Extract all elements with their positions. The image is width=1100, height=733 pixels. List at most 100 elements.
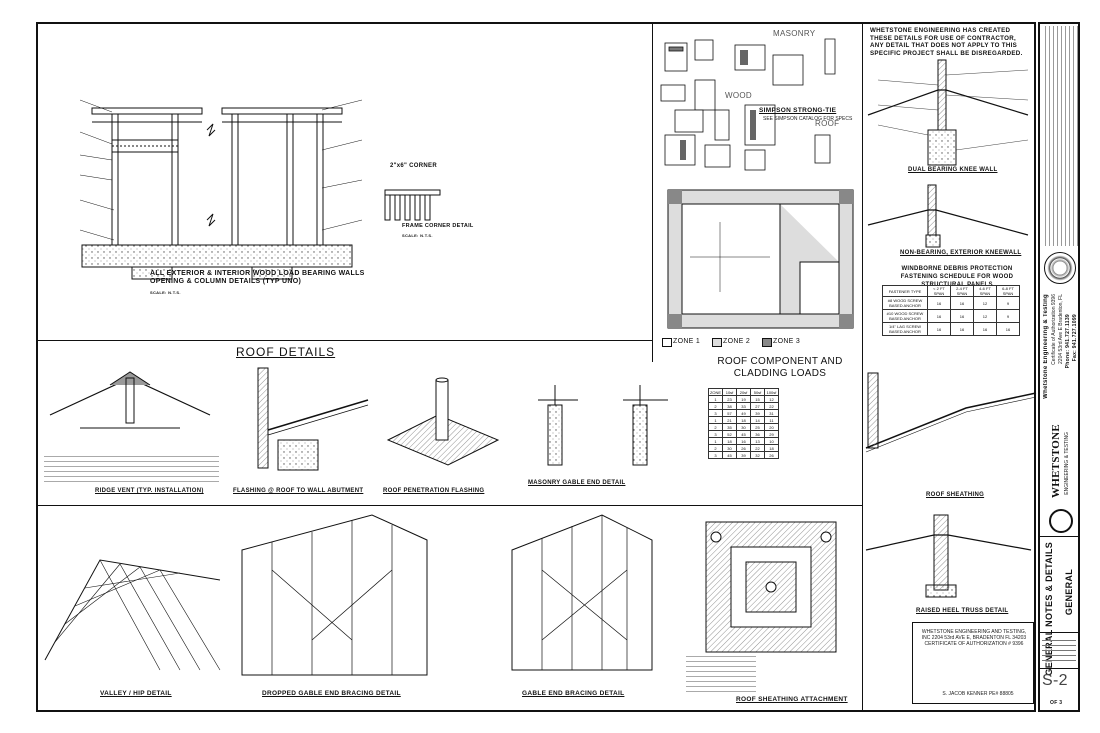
raised-heel-title: RAISED HEEL TRUSS DETAIL [916,608,1009,614]
windborne-cell: 16 [927,296,951,310]
loads-cell: 23 [722,395,737,403]
wall-opening-detail: ALL EXTERIOR & INTERIOR WOOD LOAD BEARIN… [72,70,372,300]
windborne-cell: 16 [927,309,951,323]
raised-heel-drawing [865,514,1032,598]
divider-horizontal-1 [36,340,652,341]
flashing-title: FLASHING @ ROOF TO WALL ABUTMENT [233,488,364,494]
penetration-drawing [386,377,500,466]
loads-cell: 38 [722,402,737,410]
simpson-subtitle: SEE SIMPSON CATALOG FOR SPECS [763,116,853,122]
loads-cell: 13 [750,437,765,445]
dropped-gable-drawing [241,514,428,676]
loads-cell: 45 [736,430,751,438]
zone1-label: ZONE 1 [673,338,701,345]
loads-header-cell: 50sf [750,388,765,396]
loads-cell: 45 [722,451,737,459]
revision-table [1042,636,1076,664]
non-bearing-drawing [867,184,1029,248]
loads-cell: 3 [708,430,723,438]
windborne-cell: 9 [996,309,1020,323]
gable-bracing-drawing [511,514,653,671]
loads-cell: 11 [764,416,779,424]
section-title: ROOF DETAILS [236,345,336,359]
loads-cell: 31 [764,409,779,417]
windborne-cell: 16 [950,309,974,323]
ridge-vent-notes [44,452,219,482]
sheathing-attach-notes [686,652,756,692]
loads-cell: 12 [764,395,779,403]
frame-corner-title: FRAME CORNER DETAIL [402,223,474,229]
simpson-title: SIMPSON STRONG-TIE [759,107,837,114]
loads-cell: 1 [708,416,723,424]
loads-cell: 1 [708,437,723,445]
loads-cell: 16 [736,437,751,445]
seal [1044,252,1076,284]
loads-cell: 15 [750,395,765,403]
windborne-table: FASTENER TYPE < 2 FT SPAN 2-4 FT SPAN 4-… [882,285,1020,336]
loads-cell: 3 [708,451,723,459]
roof-sheathing-detail: ROOF SHEATHING [865,368,1037,503]
dual-bearing-drawing [867,59,1029,166]
loads-cell: 26 [764,451,779,459]
loads-cell: 3 [708,409,723,417]
general-notes-text [1042,26,1078,246]
loads-cell: 18 [722,437,737,445]
engineer-name: S. JACOB KENNER PE# 88805 [942,691,1014,697]
windborne-header: 2-4 FT SPAN [950,285,974,297]
wall-opening-title: ALL EXTERIOR & INTERIOR WOOD LOAD BEARIN… [150,270,365,285]
divider-vertical-1 [652,22,653,362]
valley-hip-detail: VALLEY / HIP DETAIL [40,510,225,705]
frame-corner-detail: 2"x6" CORNER FRAME CORNER DETAIL SCALE: … [380,155,490,245]
loads-header-cell: 100sf [764,388,779,396]
loads-cell: 20 [764,423,779,431]
title-block: Whetstone Engineering & Testing Certific… [1038,22,1080,712]
frame-corner-subtitle: 2"x6" CORNER [390,163,437,169]
roof-label: ROOF [815,119,840,128]
company-fax: Fax: 941.727.1099 [1072,314,1078,362]
loads-cell: 52 [722,430,737,438]
dropped-gable-title: DROPPED GABLE END BRACING DETAIL [262,690,401,697]
loads-cell: 14 [750,416,765,424]
loads-header-cell: 20sf [736,388,751,396]
sheet-of: OF 3 [1050,700,1063,706]
loads-cell: 35 [722,423,737,431]
loads-cell: 1 [708,395,723,403]
loads-cell: 27 [750,402,765,410]
windborne-schedule: WINDBORNE DEBRIS PROTECTION FASTENING SC… [868,265,1036,365]
windborne-cell: 12 [973,309,997,323]
connectors-drawing [660,38,836,171]
sheathing-attach-drawing [705,521,837,653]
loads-cell: 36 [750,430,765,438]
dropped-gable-detail: DROPPED GABLE END BRACING DETAIL [232,510,447,705]
company-phone: Phone: 941.727.1139 [1065,314,1071,369]
loads-cell: 22 [764,402,779,410]
company-address: 2204 53rd Ave E Bradenton, FL [1058,294,1064,364]
windborne-cell: 12 [973,296,997,310]
roof-loads-title: ROOF COMPONENT AND CLADDING LOADS [717,356,843,379]
windborne-cell: #8 WOOD SCREW BASED ANCHOR [882,296,928,310]
title-block-rule-1 [1040,536,1078,537]
windborne-cell: 16 [927,322,951,336]
zone3-swatch [762,338,772,347]
roof-sheathing-drawing [865,372,1037,453]
drawing-sheet [36,22,1036,712]
non-bearing-detail: NON-BEARING, EXTERIOR KNEEWALL [867,180,1036,260]
flashing-detail: FLASHING @ ROOF TO WALL ABUTMENT [228,360,373,500]
windborne-cell: #10 WOOD SCREW BASED ANCHOR [882,309,928,323]
roof-zone-plan: ZONE 1 ZONE 2 ZONE 3 [660,182,860,357]
ridge-vent-title: RIDGE VENT (TYP. INSTALLATION) [95,488,204,494]
loads-cell: 19 [736,395,751,403]
valley-hip-title: VALLEY / HIP DETAIL [100,690,172,697]
zone1-swatch [662,338,672,347]
company-name: Whetstone Engineering & Testing [1043,294,1049,399]
sheet-number: S-2 [1042,672,1068,689]
windborne-header: FASTENER TYPE [882,285,928,297]
windborne-header: 4-6 FT SPAN [973,285,997,297]
